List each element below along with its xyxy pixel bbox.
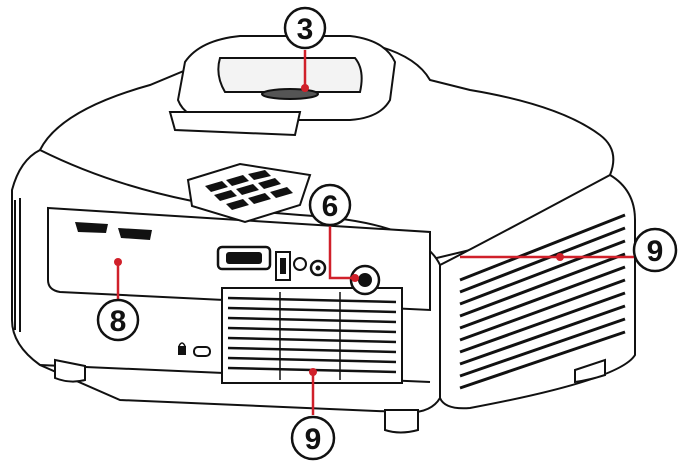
callout-lines	[116, 50, 634, 415]
foot-front-left	[54, 358, 86, 383]
right-side	[439, 173, 636, 410]
control-keypad-icon	[186, 162, 312, 224]
usb-port-icon	[275, 251, 291, 281]
hdmi-port-icon	[75, 222, 152, 240]
kensington-lock-icon	[178, 342, 211, 357]
callout-side-vent-label: 9	[647, 235, 664, 268]
callout-panel-label: 8	[110, 305, 127, 338]
front-vent-grille	[221, 287, 403, 384]
callout-lens: 3	[283, 6, 327, 50]
foot-front-right	[384, 409, 419, 434]
lens-opening	[217, 57, 363, 93]
lens-ring	[261, 88, 319, 100]
side-vent-grille	[459, 213, 626, 390]
audio-jack-icon	[293, 257, 327, 277]
callout-io: 6	[308, 183, 352, 227]
callout-dots	[114, 84, 564, 376]
vga-port-icon	[216, 245, 272, 271]
foot-rear-right	[574, 358, 606, 384]
lens-shadow	[168, 111, 302, 137]
left-edge-vent	[14, 198, 21, 332]
callout-side-vent: 9	[632, 227, 678, 273]
callout-io-label: 6	[322, 190, 339, 223]
callout-lens-label: 3	[297, 13, 314, 46]
power-socket-icon	[349, 264, 381, 296]
projector-feet	[54, 358, 606, 434]
callout-panel: 8	[96, 298, 140, 342]
callout-front-vent-label: 9	[305, 423, 322, 456]
callout-front-vent: 9	[290, 415, 336, 461]
